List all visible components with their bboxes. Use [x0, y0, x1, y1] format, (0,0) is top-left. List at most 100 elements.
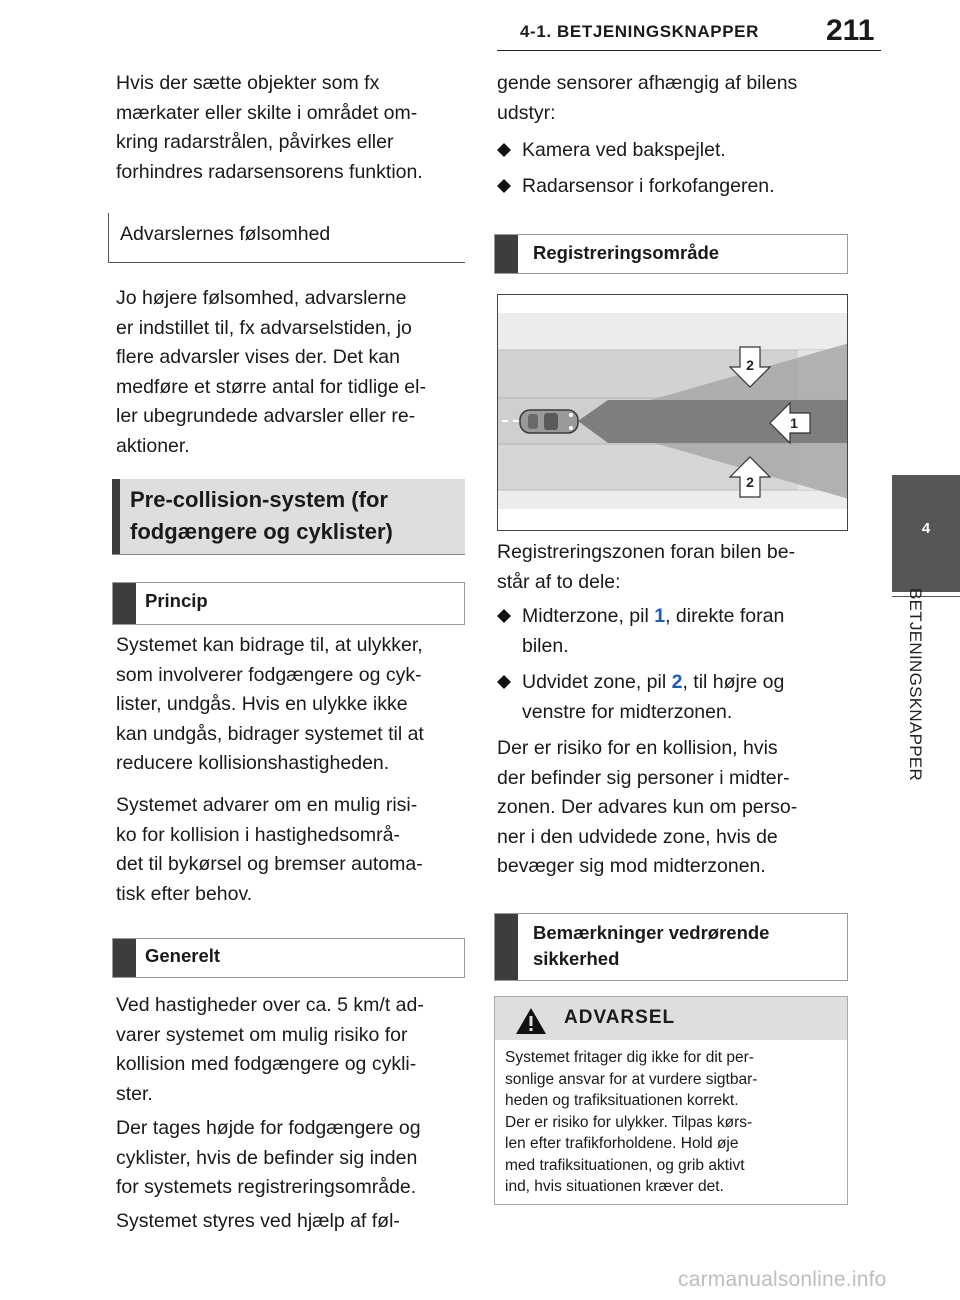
text-line: Der er risiko for ulykker. Tilpas kørs- — [505, 1113, 753, 1131]
detection-zone-diagram: 2 1 2 — [498, 295, 847, 530]
paragraph-speeds: Ved hastigheder over ca. 5 km/t ad- vare… — [116, 991, 424, 1109]
paragraph-sensors-cont: gende sensorer afhængig af bilens udstyr… — [497, 69, 797, 128]
heading-bar — [495, 235, 518, 273]
arrow-1-center-icon: 1 — [769, 401, 811, 445]
text-line: ind, hvis situationen kræver det. — [505, 1178, 724, 1195]
diamond-bullet-icon — [497, 143, 511, 157]
text-line: med trafiksituationen, og grib aktivt — [505, 1156, 745, 1174]
paragraph-objects: Hvis der sætte objekter som fx mærkater … — [116, 69, 423, 187]
text-line: heden og trafiksituationen korrekt. — [505, 1092, 739, 1109]
heading-sikkerhed: Bemærkninger vedrørende sikkerhed — [494, 913, 848, 981]
warning-box: ADVARSEL Systemet fritager dig ikke for … — [494, 996, 848, 1205]
text-line: reducere kollisionshastigheden. — [116, 752, 390, 774]
text-line: kring radarstrålen, påvirkes eller — [116, 131, 394, 153]
warning-header — [495, 997, 847, 1040]
zone-label-2-bottom: 2 — [746, 474, 754, 490]
text-line: ler ubegrundede advarsler eller re- — [116, 405, 416, 427]
bullet-text: Radarsensor i forkofangeren. — [522, 175, 775, 197]
text-line: Hvis der sætte objekter som fx — [116, 72, 380, 94]
paragraph-warning-behaviour: Systemet advarer om en mulig risi- ko fo… — [116, 791, 423, 909]
detection-zone-figure: 2 1 2 — [497, 294, 848, 531]
heading-text: Princip — [145, 590, 208, 611]
paragraph-sensors-intro: Systemet styres ved hjælp af føl- — [116, 1207, 400, 1237]
text-line: ko for kollision i hastighedsområ- — [116, 823, 400, 846]
text-line: cyklister, hvis de befinder sig inden — [116, 1146, 418, 1169]
bullet-radar: Radarsensor i forkofangeren. — [497, 172, 847, 202]
text-line: forhindres radarsensorens funktion. — [116, 160, 423, 183]
subheading-sensitivity: Advarslernes følsomhed — [108, 213, 465, 263]
heading-bar — [495, 914, 518, 980]
bullet-center-zone: Midterzone, pil 1, direkte foran bilen. — [497, 602, 847, 662]
heading-princip: Princip — [112, 582, 465, 625]
bullet-text: Kamera ved bakspejlet. — [522, 139, 726, 161]
text-line: for systemets registreringsområde. — [116, 1176, 417, 1198]
warning-text: Systemet fritager dig ikke for dit per- … — [505, 1047, 757, 1198]
bullet-camera: Kamera ved bakspejlet. — [497, 136, 847, 166]
text-line: Systemet advarer om en mulig risi- — [116, 794, 418, 816]
watermark: carmanualsonline.info — [678, 1268, 887, 1291]
text-line: bevæger sig mod midterzonen. — [497, 855, 766, 877]
text-line: mærkater eller skilte i området om- — [116, 101, 418, 124]
paragraph-zone-parts: Registreringszonen foran bilen be- står … — [497, 538, 795, 597]
text-line: det til bykørsel og bremser automa- — [116, 853, 423, 875]
arrow-2-bottom-icon: 2 — [728, 456, 772, 498]
heading-bar — [113, 939, 136, 977]
subheading-text: Advarslernes følsomhed — [120, 223, 331, 245]
heading-registrering: Registreringsområde — [494, 234, 848, 274]
section-heading-pre-collision: Pre-collision-system (for fodgængere og … — [112, 479, 465, 555]
heading-bar — [113, 583, 136, 624]
zone-number-2: 2 — [671, 671, 683, 693]
heading-generelt: Generelt — [112, 938, 465, 978]
text-line: udstyr: — [497, 101, 556, 124]
bullet-text-line2: venstre for midterzonen. — [522, 701, 733, 723]
heading-text: Generelt — [145, 945, 221, 966]
text-line: Jo højere følsomhed, advarslerne — [116, 287, 407, 309]
car-icon — [519, 409, 579, 434]
chapter-label: BETJENINGSKNAPPER — [906, 588, 925, 782]
text-line: medføre et større antal for tidlige el- — [116, 375, 426, 398]
chapter-tab-rule — [892, 596, 960, 597]
paragraph-sensitivity: Jo højere følsomhed, advarslerne er inds… — [116, 284, 426, 461]
text-line: der befinder sig personer i midter- — [497, 766, 790, 789]
chapter-number: 4 — [921, 520, 931, 537]
bullet-text: Midterzone, pil 1, direkte foran — [522, 602, 784, 632]
paragraph-detection: Der tages højde for fodgængere og cyklis… — [116, 1114, 421, 1203]
bullet-text-part: Midterzone, pil — [522, 605, 655, 627]
heading-bar — [112, 479, 120, 554]
diamond-bullet-icon — [497, 179, 511, 193]
bullet-text-line2: bilen. — [522, 635, 569, 657]
text-line: Der er risiko for en kollision, hvis — [497, 737, 778, 759]
paragraph-principle: Systemet kan bidrage til, at ulykker, so… — [116, 631, 424, 779]
text-line: zonen. Der advares kun om perso- — [497, 796, 798, 818]
heading-text-line: Pre-collision-system (for — [130, 487, 388, 512]
diamond-bullet-icon — [497, 609, 511, 623]
header-rule — [497, 50, 881, 51]
text-line: sonlige ansvar for at vurdere sigtbar- — [505, 1070, 758, 1088]
zone-number-1: 1 — [654, 605, 666, 627]
text-line: Ved hastigheder over ca. 5 km/t ad- — [116, 994, 424, 1016]
heading-text: Registreringsområde — [533, 242, 720, 263]
text-line: som involverer fodgængere og cyk- — [116, 663, 422, 686]
heading-text-line: sikkerhed — [533, 948, 620, 969]
text-line: står af to dele: — [497, 570, 621, 593]
text-line: len efter trafikforholdene. Hold øje — [505, 1135, 739, 1152]
text-line: kollision med fodgængere og cykli- — [116, 1053, 417, 1075]
zone-label-1: 1 — [790, 415, 798, 431]
text-line: tisk efter behov. — [116, 882, 253, 905]
warning-title: ADVARSEL — [564, 1007, 676, 1028]
bullet-text-part: , direkte foran — [665, 605, 785, 627]
text-line: aktioner. — [116, 434, 190, 457]
bullet-text-part: , til højre og — [682, 671, 785, 693]
bullet-wide-zone: Udvidet zone, pil 2, til højre og venstr… — [497, 668, 847, 728]
chapter-tab — [892, 475, 960, 592]
running-header-section: 4-1. BETJENINGSKNAPPER — [520, 22, 759, 41]
heading-text-line: fodgængere og cyklister) — [130, 519, 393, 544]
diamond-bullet-icon — [497, 675, 511, 689]
paragraph-collision-risk: Der er risiko for en kollision, hvis der… — [497, 734, 797, 882]
text-line: Registreringszonen foran bilen be- — [497, 541, 796, 563]
text-line: flere advarsler vises der. Det kan — [116, 346, 400, 368]
text-line: Der tages højde for fodgængere og — [116, 1117, 421, 1139]
warning-triangle-icon — [516, 1008, 546, 1034]
heading-text-line: Bemærkninger vedrørende — [533, 922, 770, 943]
bullet-text: Udvidet zone, pil 2, til højre og — [522, 668, 784, 698]
